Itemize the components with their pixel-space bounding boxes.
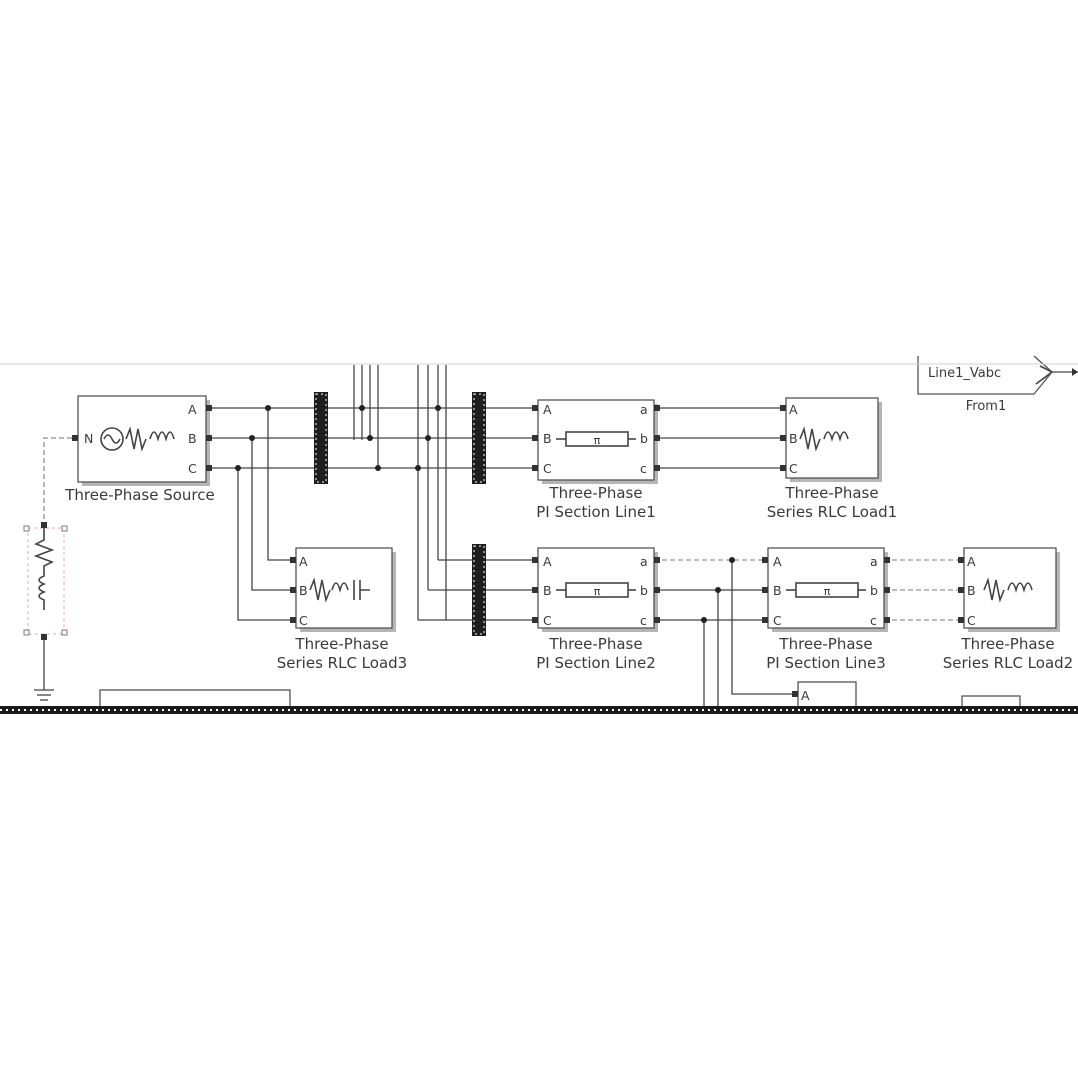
resistor-inductor-icon (33, 528, 55, 610)
port-b-out-label: b (640, 583, 648, 598)
load3-name-2: Series RLC Load3 (277, 654, 407, 672)
port-a-label: A (543, 554, 552, 569)
port-c-label: C (543, 613, 552, 628)
viewport-bottom-edge (0, 706, 1078, 714)
port-b-label: B (789, 431, 798, 446)
load1-name-1: Three-Phase (784, 484, 878, 502)
load1-name-2: Series RLC Load1 (767, 503, 897, 521)
port-a-out-label: a (640, 554, 648, 569)
source-name: Three-Phase Source (64, 486, 214, 504)
port-n-label: N (84, 431, 93, 446)
port-a-label: A (299, 554, 308, 569)
port-c-label: C (773, 613, 782, 628)
port-a-out-label: a (870, 554, 878, 569)
port-a-label: A (773, 554, 782, 569)
from1-name: From1 (966, 399, 1006, 414)
port-a-label: A (967, 554, 976, 569)
bus-bar-2[interactable] (472, 392, 486, 484)
series-rlc-load1-block[interactable]: A B C Three-Phase Series RLC Load1 (767, 397, 897, 521)
series-rlc-load3-block[interactable]: A B C Three-Phase Series RLC Load3 (277, 547, 407, 672)
port-c-label: C (967, 613, 976, 628)
port-b-out-label: b (870, 583, 878, 598)
port-a-label: A (801, 688, 810, 703)
pi-line3-name-2: PI Section Line3 (766, 654, 886, 672)
port-c-out-label: c (870, 613, 877, 628)
load2-name-1: Three-Phase (960, 635, 1054, 653)
junction-dots (235, 405, 735, 623)
port-c-label: C (543, 461, 552, 476)
port-a-label: A (543, 402, 552, 417)
load3-name-1: Three-Phase (294, 635, 388, 653)
port-b-label: B (543, 583, 552, 598)
from1-tag: Line1_Vabc (928, 366, 1001, 381)
port-a-label: A (188, 402, 197, 417)
pi-line2-name-1: Three-Phase (548, 635, 642, 653)
pi-line1-name-2: PI Section Line1 (536, 503, 656, 521)
port-c-label: C (789, 461, 798, 476)
rlc-load-icon (309, 577, 370, 603)
port-c-label: C (188, 461, 197, 476)
port-b-label: B (188, 431, 197, 446)
port-a-out-label: a (640, 402, 648, 417)
port-b-label: B (967, 583, 976, 598)
port-b-label: B (299, 583, 308, 598)
pi-section-line1-block[interactable]: A B C a b c π Three-Phase PI Section Lin… (532, 399, 660, 521)
pi-symbol: π (594, 434, 601, 447)
rlc-load-icon (799, 426, 849, 452)
from1-block[interactable]: Line1_Vabc From1 (917, 355, 1078, 414)
pi-symbol: π (594, 585, 601, 598)
pi-section-line2-block[interactable]: A B C a b c π Three-Phase PI Section Lin… (532, 547, 660, 672)
grounding-rl-branch[interactable] (23, 522, 68, 640)
port-c-out-label: c (640, 461, 647, 476)
series-rlc-load2-block[interactable]: A B C Three-Phase Series RLC Load2 (943, 547, 1073, 672)
pi-line2-name-2: PI Section Line2 (536, 654, 656, 672)
three-phase-source-block[interactable]: N A B C Three-Phase Source (64, 395, 215, 504)
port-c-out-label: c (640, 613, 647, 628)
port-a-label: A (789, 402, 798, 417)
port-b-label: B (773, 583, 782, 598)
pi-line1-name-1: Three-Phase (548, 484, 642, 502)
port-b-label: B (543, 431, 552, 446)
port-b-out-label: b (640, 431, 648, 446)
port-c-label: C (299, 613, 308, 628)
pi-section-line3-block[interactable]: A B C a b c π Three-Phase PI Section Lin… (762, 547, 890, 672)
load2-name-2: Series RLC Load2 (943, 654, 1073, 672)
bus-bar-3[interactable] (472, 544, 486, 636)
pi-symbol: π (824, 585, 831, 598)
pi-line3-name-1: Three-Phase (778, 635, 872, 653)
ac-source-icon (100, 426, 175, 452)
bus-bar-1[interactable] (314, 392, 328, 484)
rlc-load-icon (983, 577, 1033, 603)
